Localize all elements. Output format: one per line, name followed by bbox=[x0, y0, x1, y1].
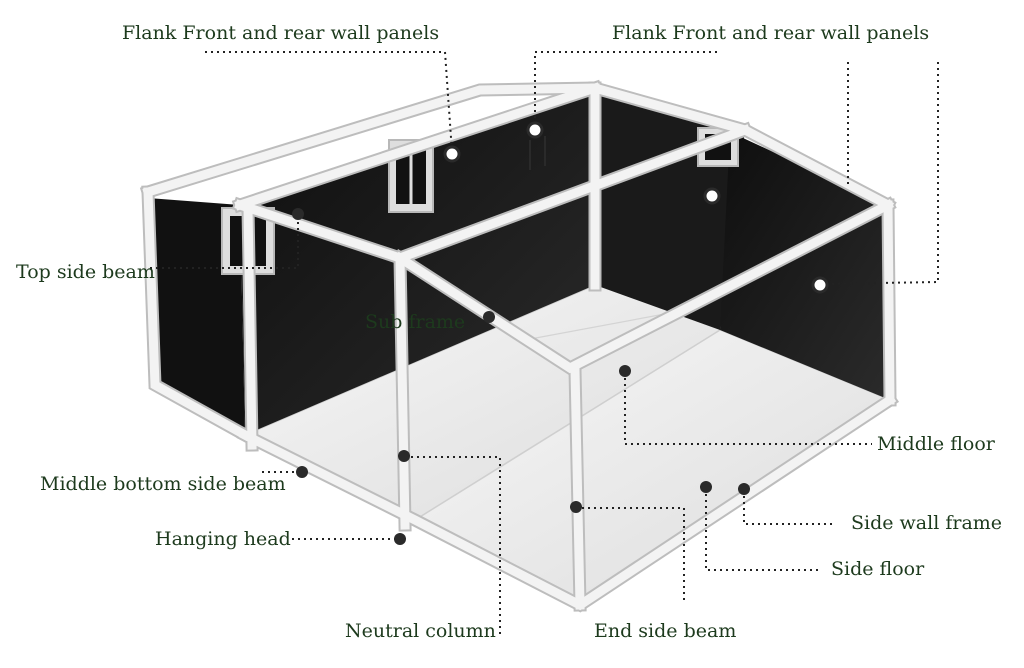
leader-top-side-beam bbox=[150, 214, 299, 269]
label-top-side-beam: Top side beam bbox=[16, 261, 155, 283]
marker-dot bbox=[398, 450, 410, 462]
left-end-frame bbox=[143, 187, 252, 442]
middle-top-beam bbox=[394, 124, 751, 264]
floor-seam bbox=[414, 329, 721, 521]
leader-flank-right-c bbox=[819, 62, 939, 285]
top-side-beam bbox=[234, 82, 601, 211]
marker-dot bbox=[443, 145, 461, 163]
label-hanging-head: Hanging head bbox=[155, 528, 291, 550]
left-end-wall-panel bbox=[148, 198, 245, 435]
label-flank-front-rear-right: Flank Front and rear wall panels bbox=[612, 22, 930, 44]
marker-dot bbox=[526, 121, 544, 139]
leader-flank-right-a bbox=[534, 51, 718, 130]
middle-floor-slab bbox=[245, 285, 720, 520]
marker-dot bbox=[394, 533, 406, 545]
leader-lines bbox=[150, 51, 939, 638]
label-middle-floor: Middle floor bbox=[877, 433, 995, 455]
column bbox=[570, 365, 585, 610]
marker-dot bbox=[292, 208, 304, 220]
column bbox=[243, 203, 257, 450]
leader-middle-floor bbox=[624, 372, 872, 445]
marker-dot bbox=[570, 501, 582, 513]
back-wall-panel-left bbox=[240, 88, 595, 435]
label-side-floor: Side floor bbox=[831, 558, 925, 580]
marker-dot bbox=[700, 481, 712, 493]
leader-neutral-column bbox=[405, 456, 501, 638]
bottom-side-beam bbox=[238, 393, 897, 611]
label-middle-bottom-side-beam: Middle bottom side beam bbox=[40, 473, 286, 495]
column bbox=[883, 200, 895, 405]
marker-dot bbox=[738, 483, 750, 495]
label-sub-frame: Sub frame bbox=[365, 311, 466, 333]
right-end-wall-panel bbox=[720, 132, 890, 400]
label-neutral-column: Neutral column bbox=[345, 620, 496, 642]
marker-dot bbox=[296, 466, 308, 478]
label-side-wall-frame: Side wall frame bbox=[851, 512, 1003, 534]
marker-dot bbox=[703, 187, 721, 205]
sub-frame-beam bbox=[393, 198, 895, 374]
leader-flank-left bbox=[205, 51, 453, 153]
label-end-side-beam: End side beam bbox=[594, 620, 737, 642]
marker-dot bbox=[811, 276, 829, 294]
label-flank-front-rear-left: Flank Front and rear wall panels bbox=[122, 22, 440, 44]
end-top-beam bbox=[234, 199, 406, 264]
steel-frame bbox=[139, 79, 900, 613]
marker-dot bbox=[483, 311, 495, 323]
marker-dot bbox=[619, 365, 631, 377]
neutral-column-post bbox=[395, 253, 410, 530]
leader-end-side-beam bbox=[576, 507, 685, 604]
markers bbox=[292, 121, 829, 545]
